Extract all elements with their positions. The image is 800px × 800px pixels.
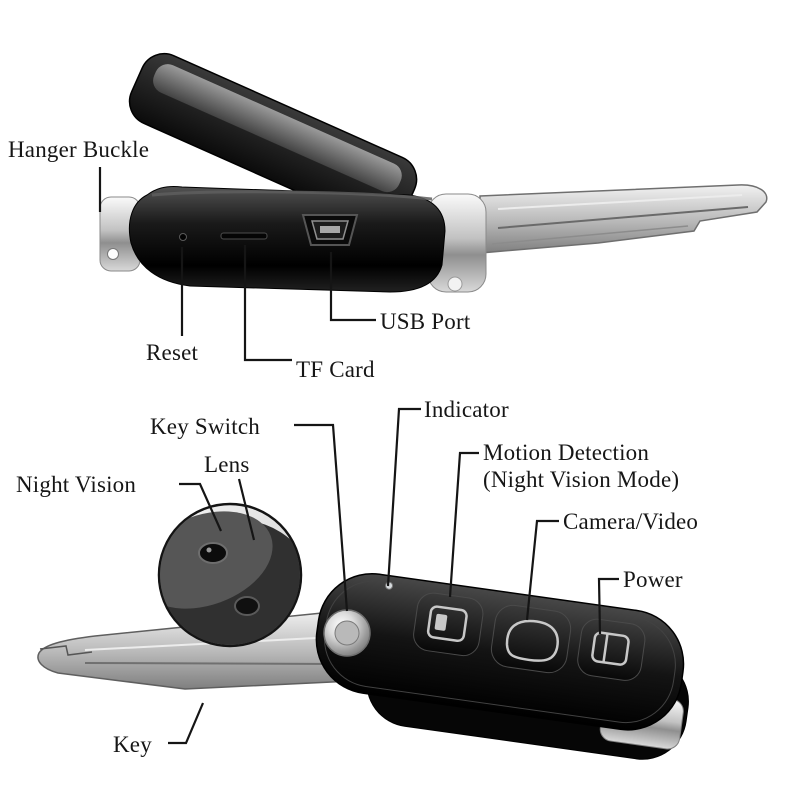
key-switch-label: Key Switch <box>150 414 260 439</box>
lens-glint <box>206 547 212 553</box>
blade-groove <box>84 662 336 665</box>
power-label: Power <box>623 567 683 592</box>
body-highlight <box>151 190 433 201</box>
motion-detection-line1: Motion Detection <box>483 440 650 465</box>
tf-card-leader-line <box>243 245 292 362</box>
lens-label: Lens <box>204 452 250 477</box>
key-label: Key <box>113 732 152 757</box>
key-top-view <box>99 52 768 293</box>
power-leader-line <box>597 577 619 635</box>
hanger-buckle-label: Hanger Buckle <box>8 137 150 162</box>
motion-detection-button <box>413 592 484 657</box>
hanger-buckle-hole <box>107 248 119 260</box>
usb-port-label: USB Port <box>380 309 471 334</box>
key-body-top-view <box>128 186 446 293</box>
hinge-pin <box>447 276 463 292</box>
tf-card-slot <box>220 232 268 240</box>
indicator-label: Indicator <box>424 397 509 422</box>
key-leader-line <box>168 702 205 745</box>
car-lock-icon <box>426 605 468 643</box>
indicator-leader-line <box>386 407 421 587</box>
car-door-icon <box>591 631 630 666</box>
leader-lines <box>98 167 619 745</box>
usb-port-leader-line <box>329 252 376 322</box>
night-vision-label: Night Vision <box>16 472 137 497</box>
power-button <box>577 618 646 681</box>
reset-label: Reset <box>146 340 199 365</box>
camera-video-button <box>490 604 572 674</box>
key-switch-leader-line <box>294 423 349 612</box>
tf-card-label: TF Card <box>296 357 375 382</box>
camera-video-label: Camera/Video <box>563 509 699 534</box>
motion-detection-line2: (Night Vision Mode) <box>483 467 680 493</box>
motion-detection-label: Motion Detection (Night Vision Mode) <box>483 439 679 493</box>
car-trunk-icon <box>505 619 559 662</box>
key-blade-top <box>479 184 768 254</box>
motion-detection-leader-line <box>448 451 479 598</box>
reset-hole <box>179 233 187 241</box>
key-switch-stud-center <box>334 620 360 646</box>
blade-notch <box>39 645 93 656</box>
night-vision-leader-line <box>179 482 223 532</box>
usb-port-tongue <box>320 226 340 233</box>
blade-groove <box>497 194 743 210</box>
lens-detail <box>198 542 228 564</box>
blade-groove <box>497 206 749 229</box>
camera-video-leader-line <box>525 519 559 621</box>
blade-groove <box>491 225 689 245</box>
flip-cover-face <box>153 64 402 193</box>
lens-leader-line <box>237 478 256 541</box>
night-vision-led-detail <box>234 596 260 616</box>
